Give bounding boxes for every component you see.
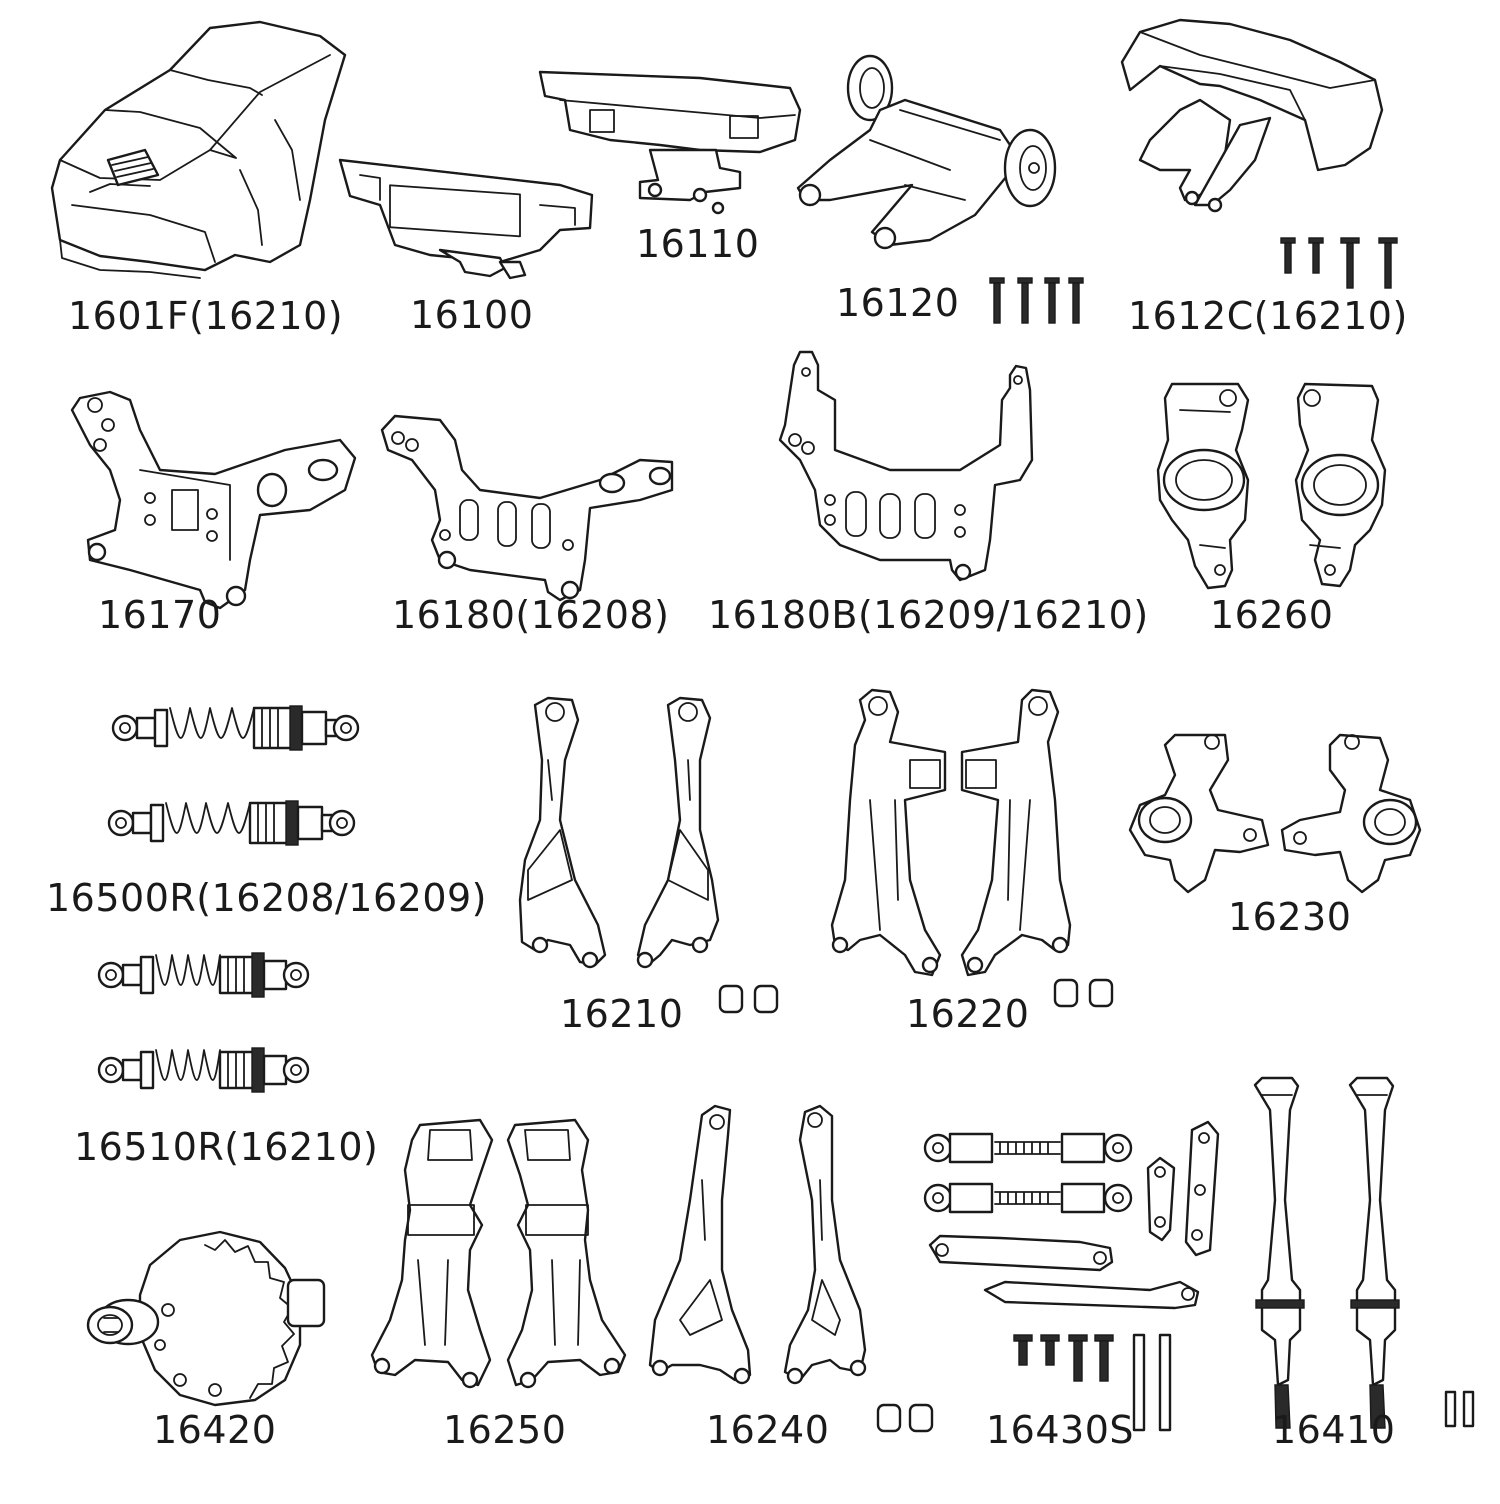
car-body-shell-icon bbox=[50, 20, 347, 279]
part-label: 16110 bbox=[636, 222, 760, 266]
part-label: 1601F(16210) bbox=[68, 294, 344, 338]
lower-suspension-arm-icon bbox=[960, 688, 1072, 977]
front-bumper-icon bbox=[338, 158, 594, 280]
lower-suspension-arm-icon bbox=[830, 688, 947, 977]
part-label: 16230 bbox=[1228, 895, 1352, 939]
pivot-ball-icon bbox=[876, 1403, 934, 1433]
rear-bumper-icon bbox=[538, 70, 802, 215]
rear-wing-icon bbox=[1120, 18, 1384, 213]
pin-icon bbox=[1444, 1390, 1475, 1428]
part-label: 16260 bbox=[1210, 593, 1334, 637]
drive-shaft-icon bbox=[1348, 1076, 1400, 1429]
rear-upper-arm-icon bbox=[783, 1104, 867, 1385]
pivot-ball-icon bbox=[718, 984, 779, 1014]
part-label: 16180(16208) bbox=[392, 593, 670, 637]
wheelie-bar-icon bbox=[796, 54, 1057, 250]
pivot-ball-icon bbox=[1053, 978, 1114, 1008]
screw-set-icon bbox=[989, 277, 1084, 324]
upper-suspension-arm-icon bbox=[518, 696, 607, 969]
part-label: 16250 bbox=[443, 1408, 567, 1452]
part-label: 16430S bbox=[986, 1408, 1135, 1452]
upper-suspension-arm-icon bbox=[636, 696, 720, 969]
part-label: 16120 bbox=[836, 281, 960, 325]
rear-hub-carrier-icon bbox=[1294, 382, 1387, 588]
part-label: 16210 bbox=[560, 992, 684, 1036]
tall-shock-tower-icon bbox=[778, 350, 1034, 582]
rear-lower-arm-icon bbox=[506, 1118, 627, 1389]
steering-knuckle-icon bbox=[1128, 733, 1270, 894]
shock-tower-icon bbox=[70, 390, 357, 610]
rear-lower-arm-icon bbox=[370, 1118, 494, 1389]
differential-icon bbox=[86, 1230, 326, 1407]
part-label: 16240 bbox=[706, 1408, 830, 1452]
part-label: 1612C(16210) bbox=[1128, 294, 1408, 338]
part-label: 16170 bbox=[98, 593, 222, 637]
part-label: 16220 bbox=[906, 992, 1030, 1036]
shock-tower-icon bbox=[380, 414, 674, 602]
screw-set-icon bbox=[1013, 1334, 1114, 1382]
steering-knuckle-icon bbox=[1280, 733, 1422, 894]
part-label: 16420 bbox=[153, 1408, 277, 1452]
part-label: 16100 bbox=[410, 293, 534, 337]
part-label: 16180B(16209/16210) bbox=[708, 593, 1149, 637]
part-label: 16410 bbox=[1272, 1408, 1396, 1452]
drive-shaft-icon bbox=[1253, 1076, 1305, 1429]
rear-hub-carrier-icon bbox=[1156, 382, 1250, 590]
steering-linkage-kit-icon bbox=[923, 1120, 1220, 1432]
shock-absorber-icon bbox=[97, 952, 310, 1093]
screw-set-icon bbox=[1280, 237, 1398, 289]
rear-upper-arm-icon bbox=[648, 1104, 752, 1385]
part-label: 16500R(16208/16209) bbox=[46, 876, 488, 920]
part-label: 16510R(16210) bbox=[74, 1125, 379, 1169]
shock-absorber-icon bbox=[107, 705, 360, 846]
